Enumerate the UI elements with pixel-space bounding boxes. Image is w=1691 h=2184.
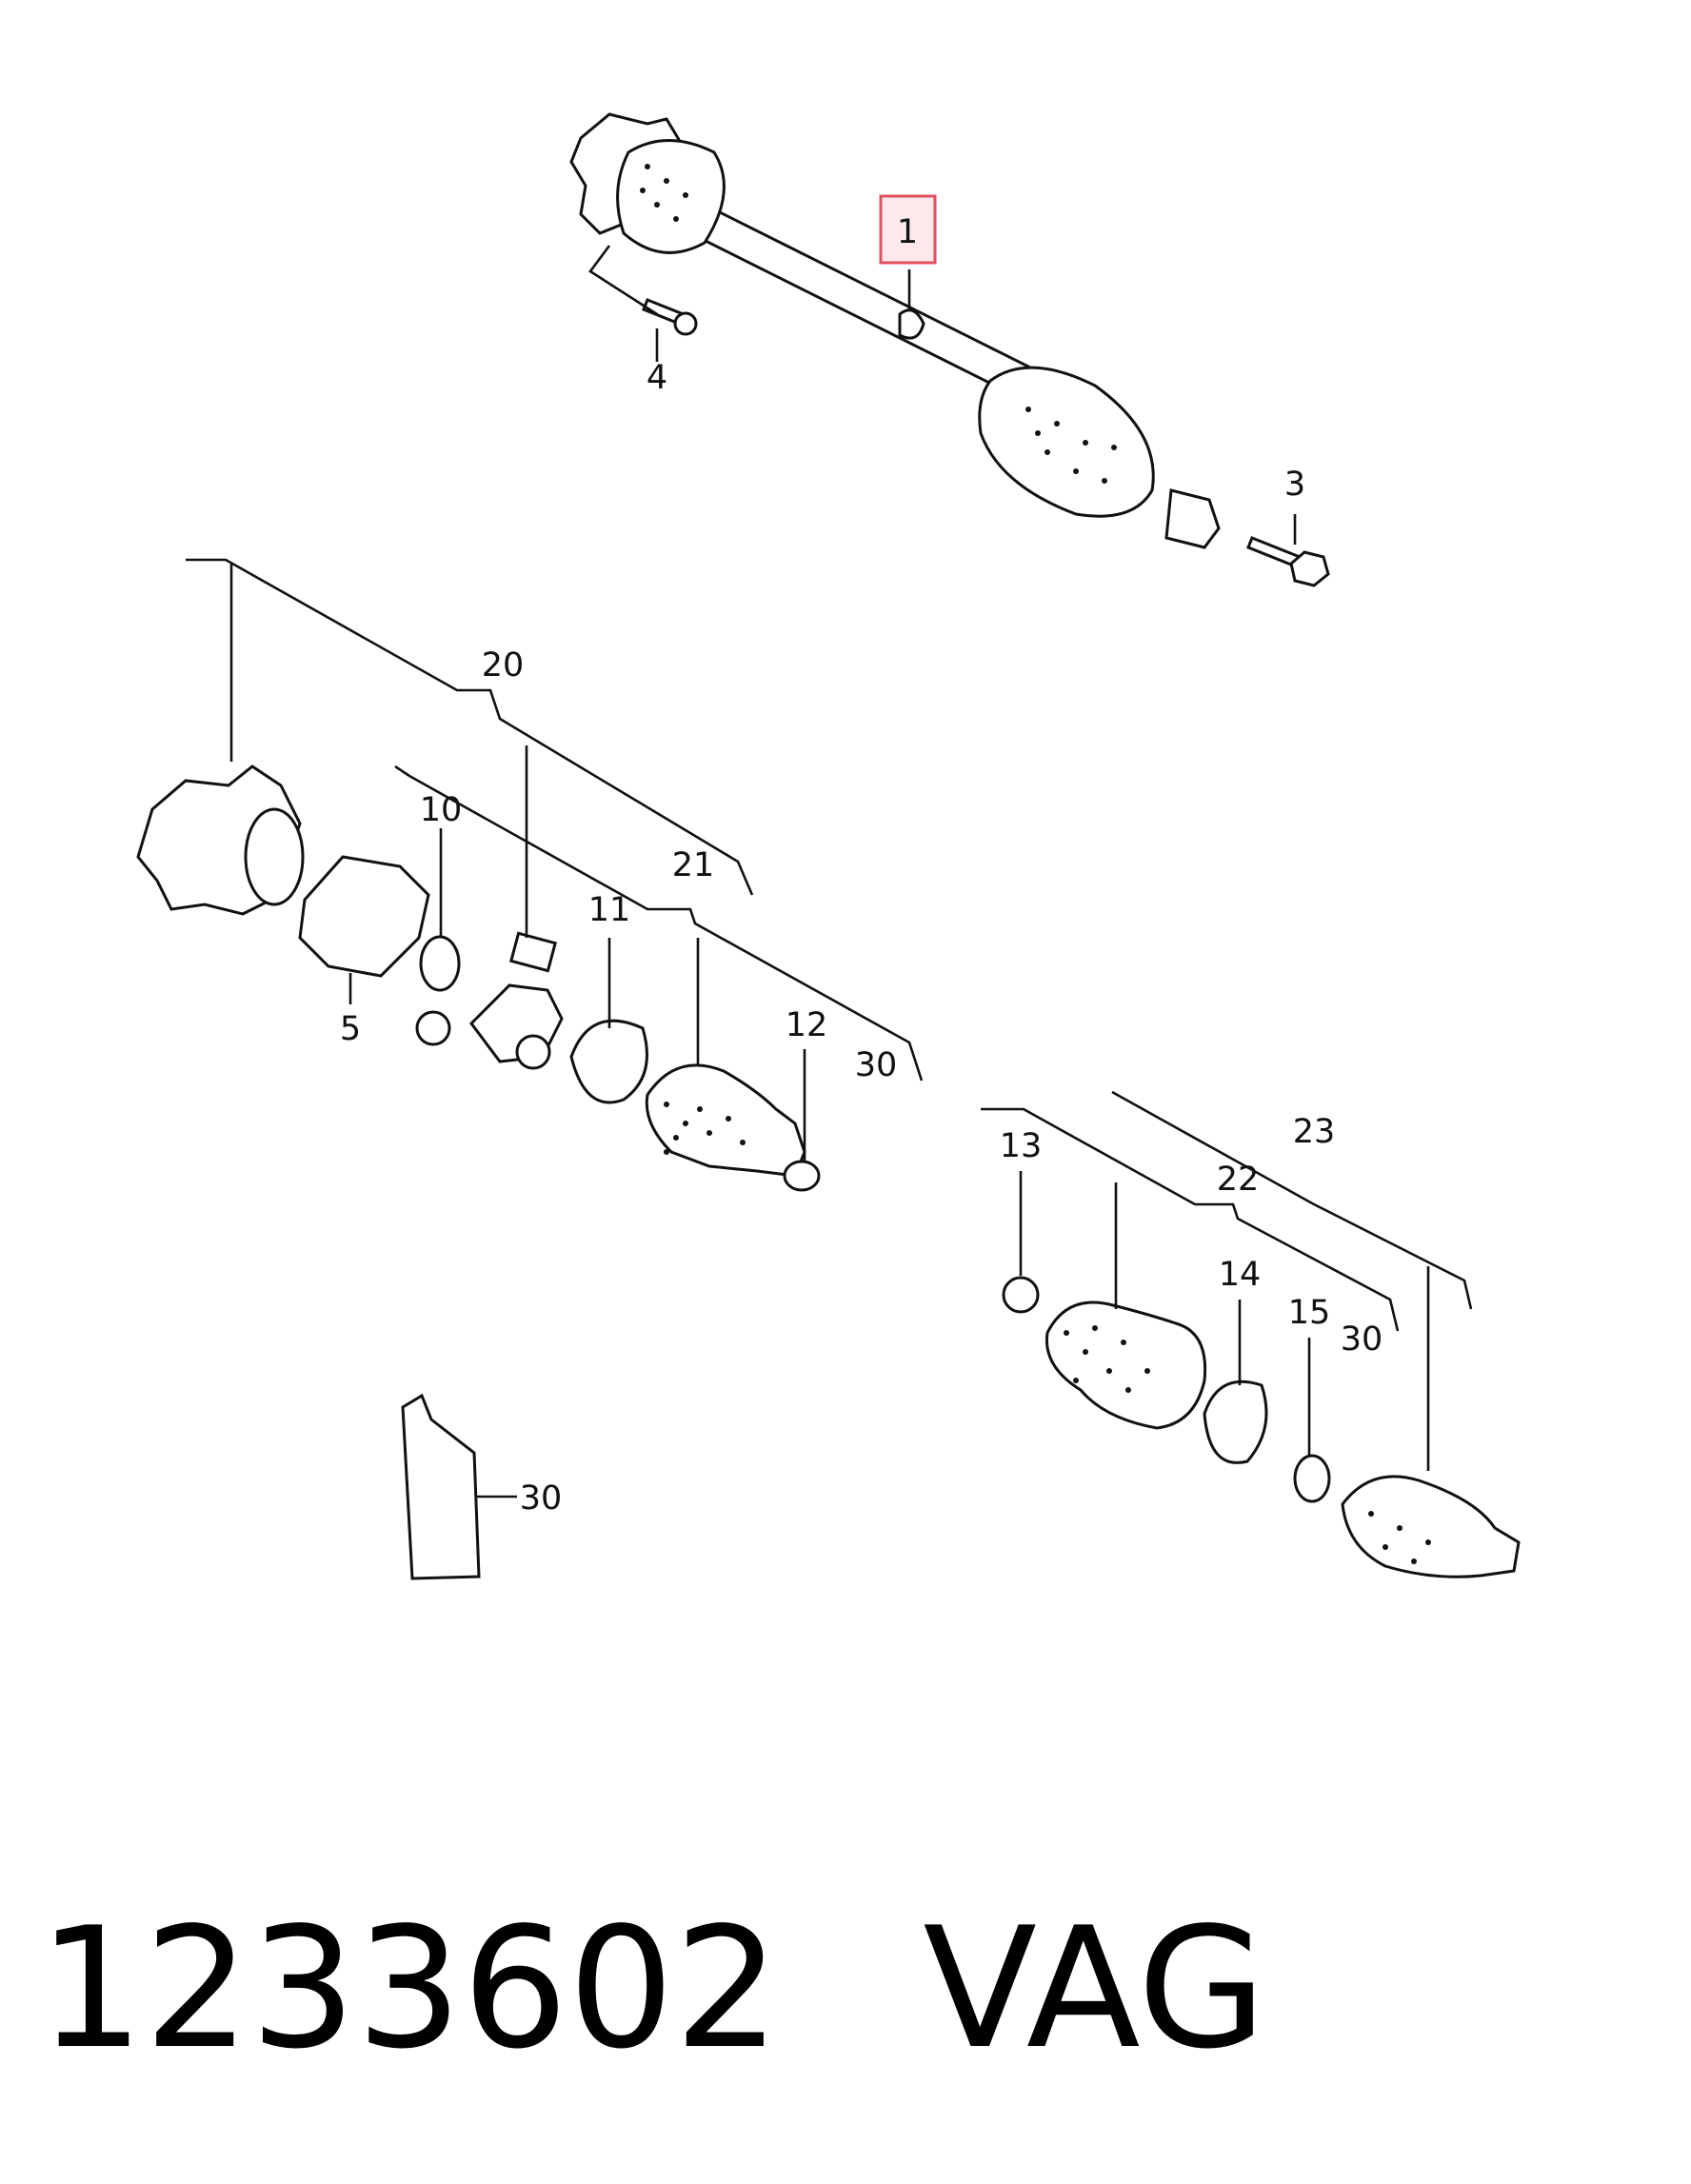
outer-joint-kit (1002, 1276, 1521, 1578)
leaders-top (588, 245, 1297, 545)
roller-bottom (515, 1034, 551, 1070)
circlip-10 (419, 935, 461, 992)
callout-5: 5 (340, 1010, 361, 1048)
callout-4: 4 (647, 359, 667, 397)
callout-30-grease: 30 (520, 1479, 563, 1518)
callout-12: 12 (786, 1006, 828, 1044)
outer-cv-joint (1341, 1475, 1521, 1578)
outer-boot (978, 366, 1155, 518)
part-number: 1233602 (38, 1893, 781, 2086)
bolt-3-head (1289, 550, 1330, 587)
roller-top (508, 931, 558, 973)
callout-20: 20 (482, 646, 525, 685)
callout-14: 14 (1219, 1256, 1262, 1294)
callout-30-inner: 30 (855, 1046, 898, 1084)
boot-22 (1044, 1300, 1207, 1430)
callout-10: 10 (420, 791, 463, 829)
clamp-11 (569, 1019, 648, 1104)
clamp-13 (1002, 1276, 1040, 1314)
callout-13: 13 (1000, 1127, 1043, 1165)
drive-shaft-assembly (569, 112, 1330, 587)
callout-30-outer: 30 (1341, 1320, 1383, 1359)
roller-left (415, 1010, 451, 1046)
part-number-footer: 1233602 VAG (38, 1895, 1266, 2085)
callout-labels: 1 3 4 5 10 11 12 13 14 15 20 21 22 23 30… (340, 213, 1383, 1518)
leaders-outer-kit (981, 1090, 1473, 1471)
callout-21: 21 (672, 846, 715, 884)
callout-15: 15 (1288, 1294, 1331, 1332)
callout-11: 11 (588, 891, 631, 929)
callout-22: 22 (1217, 1161, 1260, 1199)
callout-1: 1 (897, 213, 918, 251)
grease-tube-body (401, 1393, 481, 1580)
callout-23: 23 (1293, 1113, 1336, 1151)
grease-tube (401, 1393, 517, 1580)
bolt-4-head (673, 311, 698, 336)
circlip-15 (1293, 1454, 1331, 1503)
tripod-spider (298, 855, 430, 978)
inner-boot (616, 139, 726, 254)
shaft-tube (687, 202, 1031, 398)
inner-joint-kit (136, 764, 821, 1192)
clamp-14 (1203, 1380, 1268, 1464)
callout-3: 3 (1284, 466, 1305, 504)
callout-1-highlight (879, 194, 937, 265)
brand-name: VAG (923, 1893, 1267, 2086)
housing-opening (244, 807, 305, 906)
outer-spline-stub (1164, 488, 1221, 549)
shaft-damper-ring (898, 308, 925, 340)
boot-texture (640, 164, 1117, 484)
boot-21 (645, 1063, 806, 1178)
clamp-12 (783, 1160, 821, 1192)
leaders-inner-kit (186, 558, 924, 1161)
